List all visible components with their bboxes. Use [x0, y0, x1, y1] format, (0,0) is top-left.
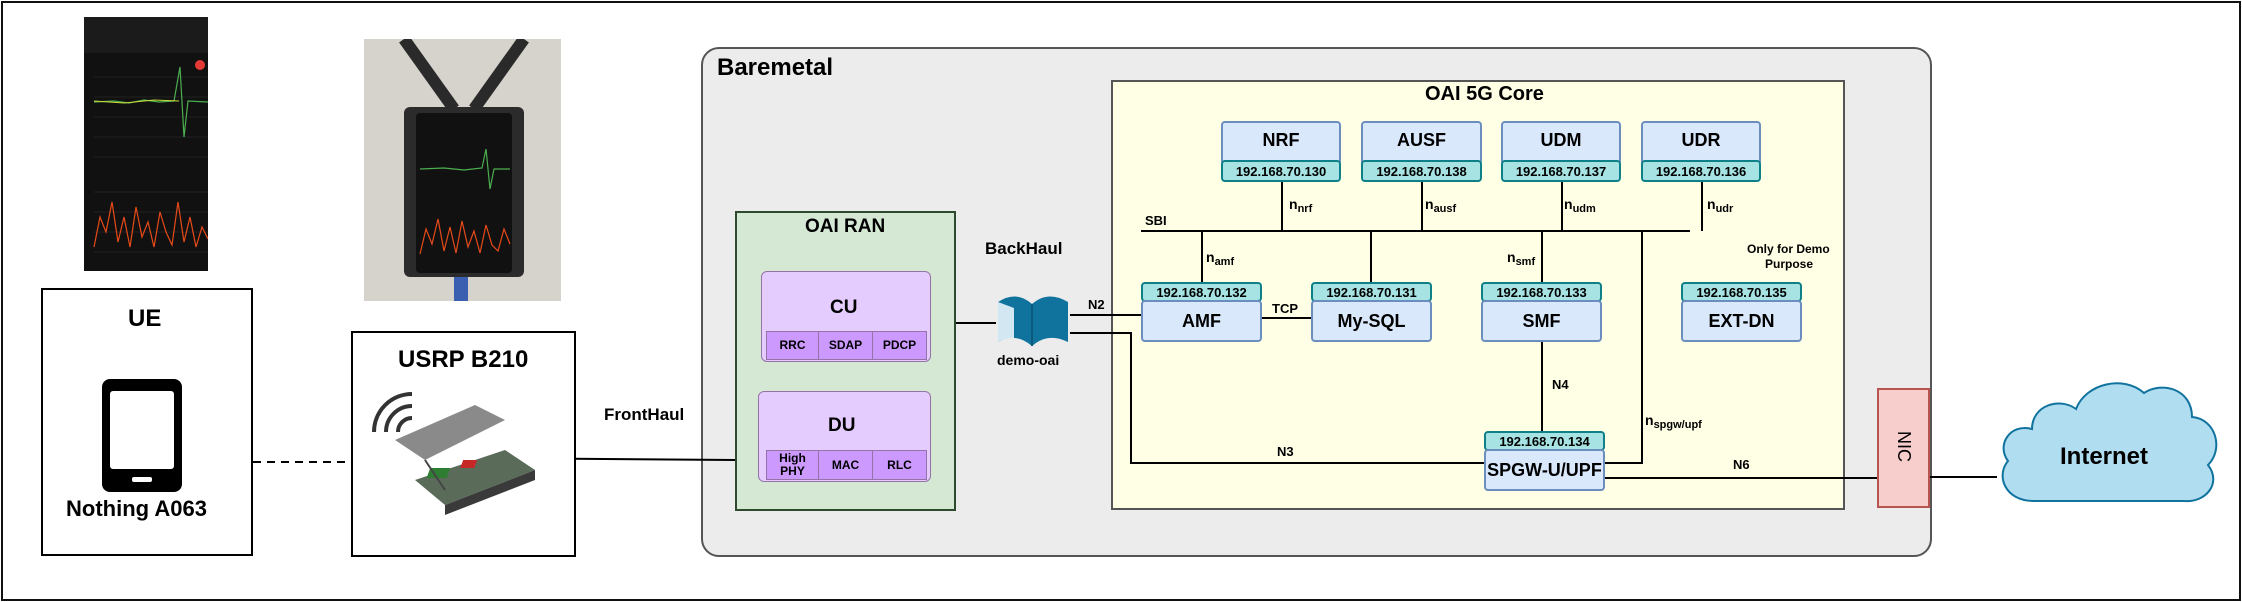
ausf-box: AUSF	[1361, 121, 1482, 165]
du-title: DU	[828, 415, 856, 436]
udm-box: UDM	[1501, 121, 1621, 165]
udm-iface-label: nudm	[1564, 196, 1596, 215]
upf-sbi	[1605, 231, 1643, 464]
n3-line	[1070, 332, 1484, 464]
backhaul-label: BackHaul	[985, 239, 1063, 258]
n4-label: N4	[1552, 377, 1569, 392]
udm-ip: 192.168.70.137	[1501, 160, 1621, 182]
amf-ip: 192.168.70.132	[1141, 282, 1262, 302]
extdn-box: EXT-DN	[1681, 300, 1802, 342]
smf-box: SMF	[1481, 300, 1602, 342]
du-layer-high-phy: High PHY	[766, 450, 819, 480]
usrp-photo-image	[364, 39, 561, 301]
cu-layer-pdcp: PDCP	[872, 331, 927, 360]
n3-label: N3	[1277, 444, 1294, 459]
phone-speedtest-image	[84, 17, 208, 271]
mysql-ip: 192.168.70.131	[1311, 282, 1432, 302]
nrf-ip: 192.168.70.130	[1221, 160, 1341, 182]
extdn-note-line2: Purpose	[1765, 257, 1814, 271]
du-layer-rlc: RLC	[872, 450, 927, 480]
usrp-board-image	[395, 405, 535, 515]
core-title: OAI 5G Core	[1425, 83, 1544, 105]
extdn-ip: 192.168.70.135	[1681, 282, 1802, 302]
baremetal-title: Baremetal	[717, 54, 834, 81]
nic-label: NIC	[1894, 431, 1914, 462]
network-switch-icon	[998, 296, 1068, 346]
ue-device-name: Nothing A063	[66, 496, 207, 521]
switch-label: demo-oai	[997, 352, 1060, 368]
extdn-note-line1: Only for Demo	[1747, 242, 1830, 256]
amf-box: AMF	[1141, 300, 1262, 342]
tcp-label: TCP	[1272, 301, 1298, 316]
upf-box: SPGW-U/UPF	[1484, 449, 1605, 491]
udr-iface-label: nudr	[1707, 196, 1734, 215]
upf-ip: 192.168.70.134	[1484, 431, 1605, 451]
n2-label: N2	[1088, 297, 1105, 312]
cu-title: CU	[830, 297, 858, 318]
usrp-title: USRP B210	[398, 346, 529, 373]
du-layer-mac: MAC	[818, 450, 873, 480]
cu-layer-sdap: SDAP	[818, 331, 873, 360]
amf-iface-label: namf	[1206, 249, 1235, 268]
upf-iface-label: nspgw/upf	[1645, 412, 1702, 431]
smf-iface-label: nsmf	[1507, 249, 1536, 268]
sbi-label: SBI	[1145, 213, 1167, 228]
smartphone-icon	[102, 379, 182, 492]
ausf-ip: 192.168.70.138	[1361, 160, 1482, 182]
usrp-box	[351, 331, 576, 557]
cu-layer-rrc: RRC	[766, 331, 819, 360]
internet-label: Internet	[2060, 443, 2149, 470]
fronthaul-label: FrontHaul	[604, 405, 685, 424]
ausf-iface-label: nausf	[1425, 196, 1457, 215]
nrf-iface-label: nnrf	[1289, 196, 1313, 215]
internet-cloud-icon	[2001, 382, 2218, 503]
udr-ip: 192.168.70.136	[1641, 160, 1761, 182]
nic-box	[1877, 388, 1930, 508]
nrf-box: NRF	[1221, 121, 1341, 165]
ran-title: OAI RAN	[805, 216, 886, 237]
wifi-icon	[372, 392, 413, 433]
mysql-box: My-SQL	[1311, 300, 1432, 342]
n6-label: N6	[1733, 457, 1750, 472]
ue-title: UE	[128, 305, 162, 332]
udr-box: UDR	[1641, 121, 1761, 165]
smf-ip: 192.168.70.133	[1481, 282, 1602, 302]
